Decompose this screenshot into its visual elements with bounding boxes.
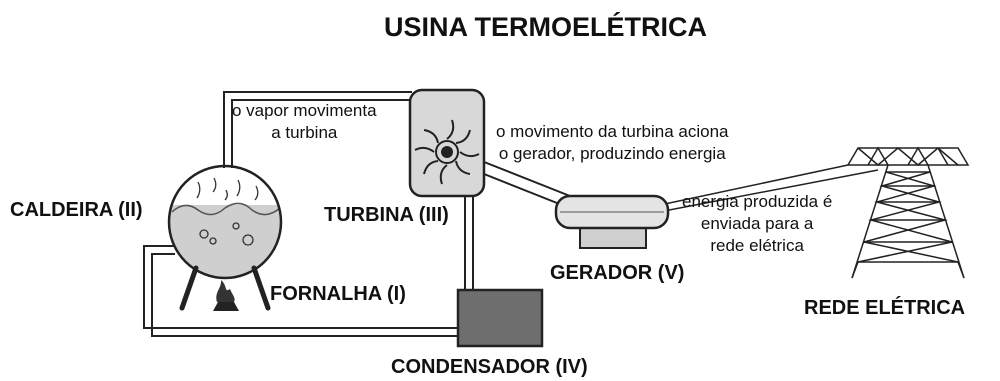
condenser-drawing (456, 288, 544, 348)
boiler-legs (179, 265, 271, 311)
note-vapor-line2: a turbina (271, 123, 338, 142)
return-pipe (143, 245, 458, 337)
note-energia-line2: enviada para a (700, 214, 814, 233)
note-energia-line3: rede elétrica (710, 236, 804, 255)
diagram-title: USINA TERMOELÉTRICA (384, 12, 707, 42)
turbine-drawing (408, 88, 486, 198)
generator-drawing (554, 194, 670, 249)
note-energia-line1: energia produzida é (682, 192, 833, 211)
turbine-generator-shaft (473, 157, 571, 206)
turbine-condenser-pipe (464, 196, 474, 290)
transmission-tower-icon (846, 146, 970, 279)
label-caldeira: CALDEIRA (II) (10, 199, 143, 221)
steam-pipe (223, 91, 412, 168)
label-turbina: TURBINA (III) (324, 204, 449, 226)
note-energia: energia produzida é enviada para a rede … (682, 191, 832, 257)
note-vapor: o vapor movimenta a turbina (232, 100, 377, 144)
flame-icon (213, 280, 239, 311)
note-turbina: o movimento da turbina aciona o gerador,… (496, 121, 728, 165)
transmission-lines (659, 164, 879, 212)
label-rede: REDE ELÉTRICA (804, 297, 966, 319)
note-turbina-line2: o gerador, produzindo energia (498, 144, 726, 163)
note-turbina-line1: o movimento da turbina aciona (496, 122, 729, 141)
label-condensador: CONDENSADOR (IV) (391, 356, 588, 378)
note-vapor-line1: o vapor movimenta (232, 101, 377, 120)
label-fornalha: FORNALHA (I) (270, 283, 406, 305)
label-gerador: GERADOR (V) (550, 262, 685, 284)
boiler-drawing (167, 164, 283, 280)
